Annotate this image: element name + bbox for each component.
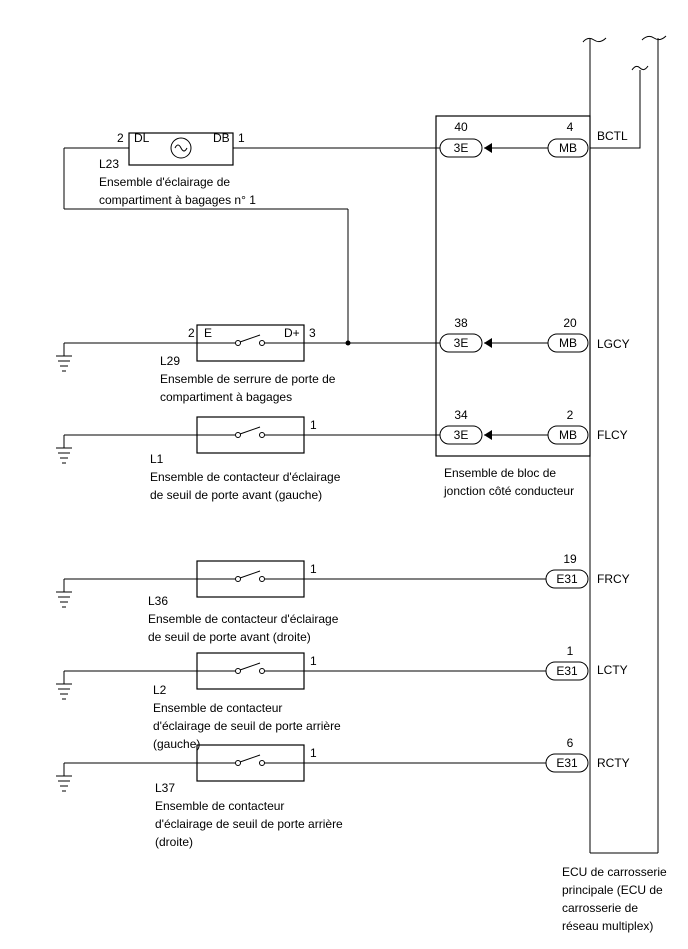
lgcy-circuit: 3E 38 MB 20 LGCY 2 E D+ 3 L29 Ensemble d… [56,316,630,404]
pin-number: 2 [117,131,124,145]
ecu-body [582,35,667,854]
signal-name: LCTY [597,663,628,677]
pin-name: D+ [284,326,300,340]
component-name-line: compartiment à bagages [160,390,292,404]
junction-block-label: Ensemble de bloc de jonction côté conduc… [443,466,574,498]
ground-icon [56,775,72,792]
connector-3e [439,138,483,158]
component-code: L29 [160,354,180,368]
component-name-line: de seuil de porte avant (droite) [148,630,311,644]
ground-icon [56,683,72,700]
junction-dot [345,340,351,346]
jb-pin-number: 34 [454,408,468,422]
connector-label: E31 [556,572,578,586]
pin-name: DL [134,131,150,145]
connector-mb [547,333,589,353]
jb-pin-number: 38 [454,316,468,330]
lcty-circuit: E31 1 LCTY 1 L2 Ensemble de contacteur d… [56,644,628,751]
pin-number: 1 [310,562,317,576]
connector-label: 3E [454,428,469,442]
component-code: L37 [155,781,175,795]
connector-label: MB [559,141,577,155]
connector-e31 [545,569,589,589]
component-name-line: Ensemble de contacteur d'éclairage [150,470,341,484]
ground-icon [56,447,72,464]
component-name-line: Ensemble d'éclairage de [99,175,230,189]
ground-icon [56,591,72,608]
pin-number: 1 [310,418,317,432]
junction-block-label-line: Ensemble de bloc de [444,466,556,480]
ecu-label-line: principale (ECU de [562,883,663,897]
junction-block-label-line: jonction côté conducteur [443,484,574,498]
pin-number: 1 [310,654,317,668]
connector-3e [439,425,483,445]
component-name-line: Ensemble de contacteur [153,701,282,715]
ecu-pin-number: 20 [563,316,577,330]
jb-pin-number: 40 [454,120,468,134]
switch-icon [197,334,304,346]
connector-e31 [545,661,589,681]
pin-number: 1 [310,746,317,760]
connector-e31 [545,753,589,773]
switch-icon [197,570,304,582]
ground-icon [56,355,72,372]
component-name-line: compartiment à bagages n° 1 [99,193,256,207]
component-code: L2 [153,683,167,697]
arrow-icon [484,430,492,440]
pin-name: E [204,326,212,340]
connector-label: MB [559,428,577,442]
connector-label: 3E [454,141,469,155]
connector-label: E31 [556,756,578,770]
frcy-circuit: E31 19 FRCY 1 L36 Ensemble de contacteur… [56,552,630,644]
component-code: L1 [150,452,164,466]
ecu-label-line: ECU de carrosserie [562,865,667,879]
arrow-icon [484,338,492,348]
junction-block-box [435,115,591,457]
ecu-label: ECU de carrosserie principale (ECU de ca… [562,865,667,933]
signal-name: LGCY [597,337,630,351]
pin-number: 2 [188,326,195,340]
bctl-circuit: 3E 40 MB 4 BCTL [63,65,649,343]
component-name-line: (droite) [155,835,193,849]
ecu-pin-number: 2 [567,408,574,422]
component-name-line: Ensemble de contacteur d'éclairage [148,612,339,626]
rcty-circuit: E31 6 RCTY 1 L37 Ensemble de contacteur … [56,736,630,849]
component-name-line: (gauche) [153,737,200,751]
signal-name: FLCY [597,428,628,442]
connector-label: MB [559,336,577,350]
ecu-label-line: carrosserie de [562,901,638,915]
component-name-line: Ensemble de contacteur [155,799,284,813]
component-code: L23 [99,157,119,171]
flcy-circuit: 3E 34 MB 2 FLCY 1 L1 Ensemble de contact… [56,408,628,502]
switch-icon [197,662,304,674]
l23-lamp-assembly: 2 DL DB 1 L23 Ensemble d'éclairage de co… [99,131,256,207]
pin-number: 1 [238,131,245,145]
pin-name: DB [213,131,230,145]
component-name-line: de seuil de porte avant (gauche) [150,488,322,502]
connector-label: E31 [556,664,578,678]
ecu-pin-number: 19 [563,552,577,566]
connector-mb [547,138,589,158]
arrow-icon [484,143,492,153]
ecu-pin-number: 6 [567,736,574,750]
connector-label: 3E [454,336,469,350]
component-name-line: d'éclairage de seuil de porte arrière [155,817,343,831]
component-name-line: Ensemble de serrure de porte de [160,372,336,386]
component-name-line: d'éclairage de seuil de porte arrière [153,719,341,733]
switch-icon [197,754,304,766]
ecu-pin-number: 1 [567,644,574,658]
signal-name: BCTL [597,129,628,143]
component-code: L36 [148,594,168,608]
lamp-icon [170,137,192,159]
pin-number: 3 [309,326,316,340]
connector-mb [547,425,589,445]
connector-3e [439,333,483,353]
signal-name: RCTY [597,756,630,770]
ecu-pin-number: 4 [567,120,574,134]
signal-name: FRCY [597,572,630,586]
switch-icon [197,426,304,438]
ecu-label-line: réseau multiplex) [562,919,653,933]
